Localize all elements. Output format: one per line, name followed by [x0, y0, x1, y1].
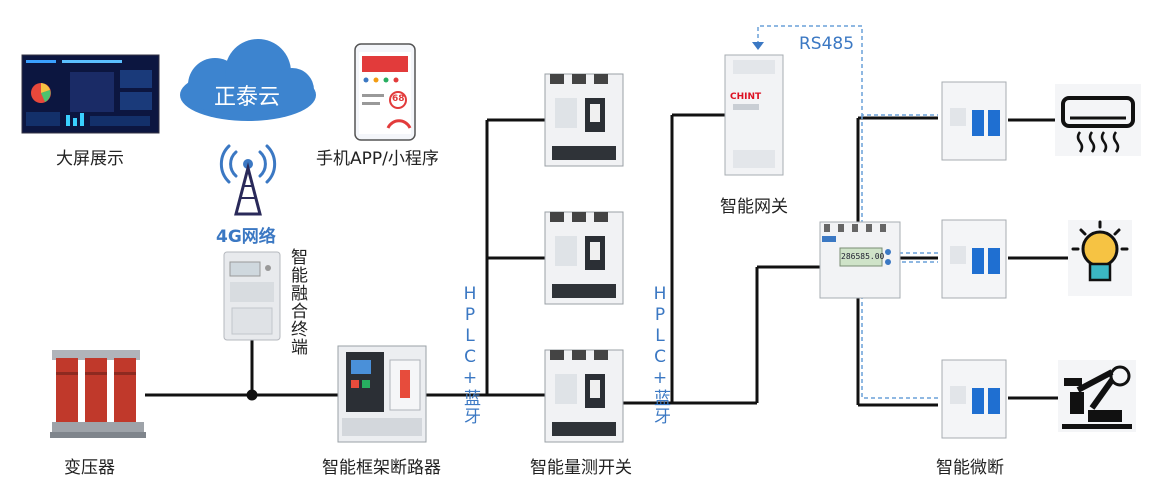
- frame-breaker-device: [337, 345, 427, 443]
- gateway-label: 智能网关: [720, 197, 788, 217]
- transformer-device: [50, 350, 146, 438]
- micro-breaker-mid: [941, 219, 1007, 299]
- industrial-robot-icon: [1058, 360, 1136, 432]
- fusion-terminal-label: 智能融合终端: [287, 248, 307, 356]
- 4g-network-label: 4G网络: [216, 227, 276, 247]
- cloud-label: 正泰云: [214, 85, 281, 110]
- big-screen-label: 大屏展示: [56, 149, 124, 169]
- junction-dot: [246, 389, 258, 401]
- micro-breaker-label: 智能微断: [936, 458, 1004, 478]
- big-screen-device: [21, 54, 160, 134]
- 4g-tower-icon: [219, 144, 277, 216]
- fusion-terminal-device: [223, 251, 281, 341]
- rs485-lines: [757, 25, 938, 399]
- transformer-label: 变压器: [64, 458, 115, 478]
- light-bulb-icon: [1068, 220, 1132, 296]
- meter-switch-top: [544, 73, 624, 167]
- meter-switch-bot: [544, 349, 624, 443]
- meter-reading-text: 286585.00: [841, 252, 885, 261]
- meter-switch-label: 智能量测开关: [530, 458, 632, 478]
- meter-switch-mid: [544, 211, 624, 305]
- smart-meter-device: [819, 221, 901, 299]
- hplc-bluetooth-label-2: HPLC+蓝牙: [650, 284, 670, 425]
- micro-breaker-bot: [941, 359, 1007, 439]
- air-conditioner-icon: [1055, 84, 1141, 156]
- rs485-arrow-icon: [752, 42, 764, 50]
- phone-label: 手机APP/小程序: [316, 149, 439, 169]
- hplc-bluetooth-label-1: HPLC+蓝牙: [460, 284, 480, 425]
- phone-device: [354, 43, 416, 141]
- rs485-label: RS485: [799, 34, 855, 54]
- gateway-device: [724, 54, 784, 176]
- phone-number-text: 68: [392, 94, 405, 104]
- cloud-icon: [180, 39, 316, 121]
- connection-lines: [145, 113, 1068, 407]
- micro-breaker-top: [941, 81, 1007, 161]
- frame-breaker-label: 智能框架断路器: [322, 458, 441, 478]
- gateway-brand-text: CHINT: [730, 92, 762, 102]
